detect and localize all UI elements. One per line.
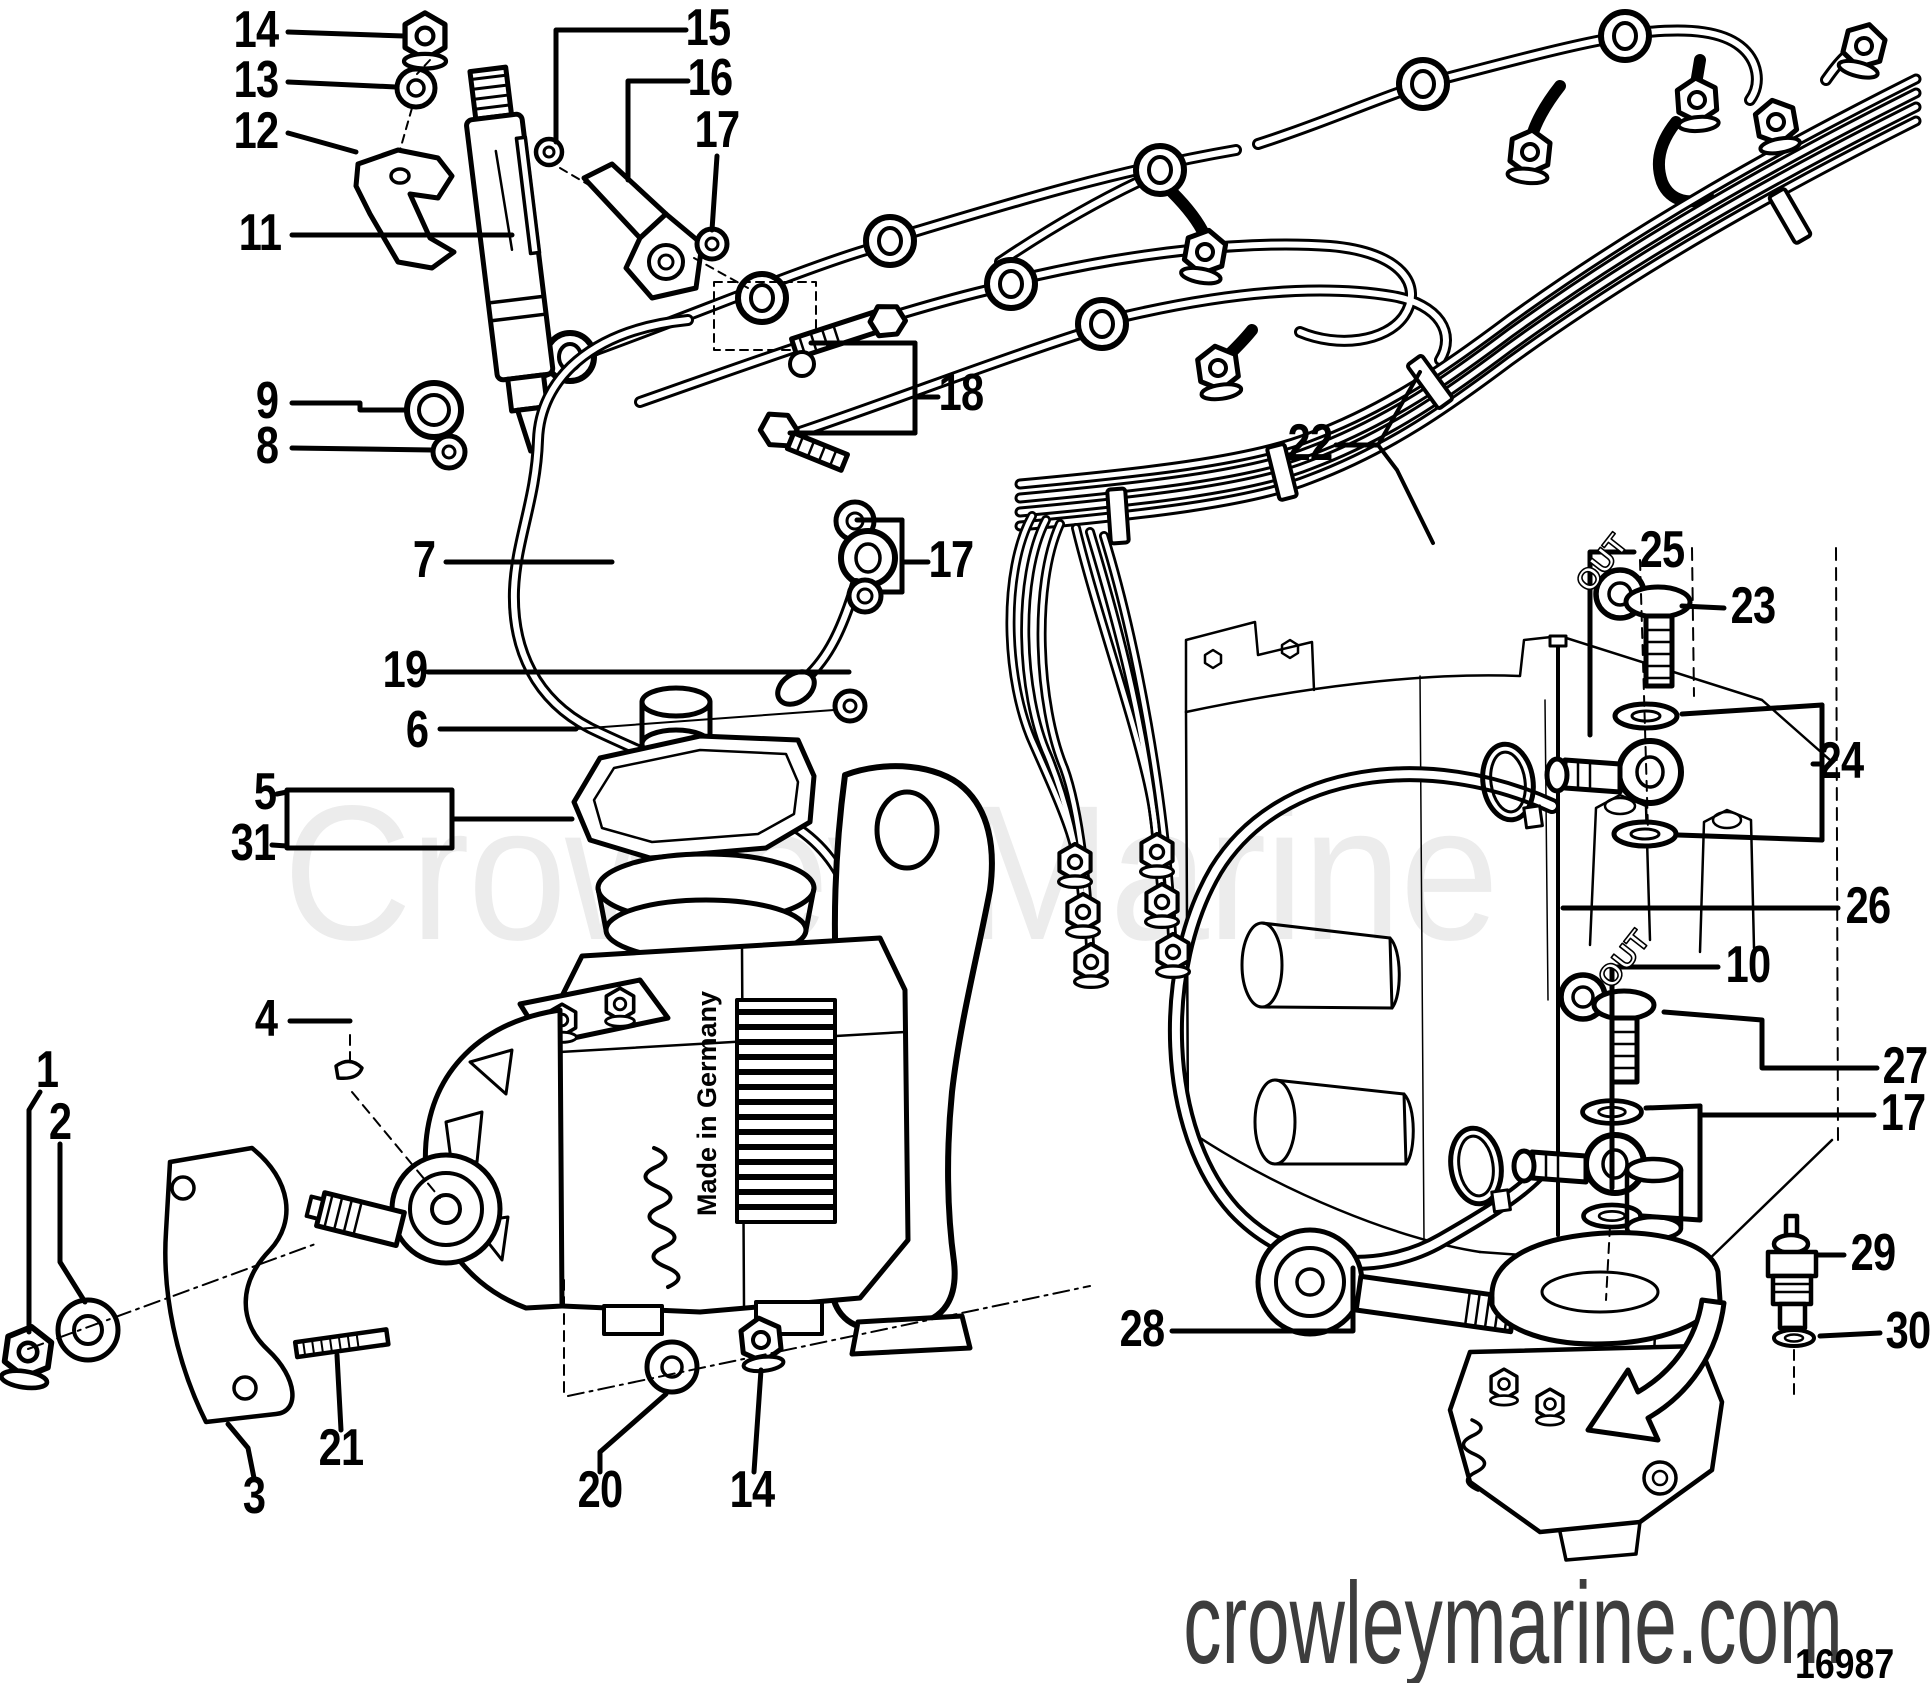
- washer-20: [644, 1339, 700, 1395]
- callout-4: 4: [254, 989, 278, 1048]
- callout-17-banjo: 17: [1880, 1083, 1926, 1142]
- callout-9: 9: [255, 371, 279, 430]
- callout-12: 12: [233, 101, 279, 160]
- callout-1: 1: [35, 1040, 59, 1099]
- seal-17-bottom: [846, 577, 884, 615]
- key-4: [334, 1059, 364, 1081]
- callout-5: 5: [253, 762, 277, 821]
- fitting-stack-b: [1446, 972, 1657, 1227]
- nozzle-16: [581, 161, 705, 301]
- fitting-stack-a: [1478, 567, 1693, 846]
- callout-25: 25: [1639, 520, 1685, 579]
- clamp-12: [353, 147, 457, 271]
- callout-13: 13: [233, 50, 279, 109]
- washer-24-bottom: [1614, 822, 1676, 846]
- callout-24: 24: [1818, 731, 1864, 790]
- callout-28: 28: [1119, 1299, 1165, 1358]
- callout-3: 3: [242, 1466, 266, 1525]
- governor-cover-5: [571, 685, 817, 861]
- callout-30: 30: [1885, 1301, 1931, 1360]
- website-text: crowleymarine.com: [1183, 1558, 1843, 1683]
- pump-shaft: [304, 1190, 407, 1249]
- callout-7: 7: [412, 530, 436, 589]
- injector-group: [353, 13, 556, 471]
- callout-27: 27: [1882, 1036, 1928, 1095]
- washer-24-top: [1615, 704, 1677, 728]
- direction-arrow: [1585, 1297, 1727, 1443]
- callout-19: 19: [382, 640, 428, 699]
- callout-15: 15: [685, 0, 731, 57]
- washer-13: [394, 66, 438, 110]
- callout-17-return: 17: [928, 530, 974, 589]
- callout-8: 8: [255, 416, 279, 475]
- made-in-germany-engraving: Made in Germany: [692, 991, 722, 1216]
- fuel-injection-lines: [534, 12, 1922, 987]
- mounting-hardware: [0, 1059, 784, 1425]
- striped-block: [735, 998, 837, 1224]
- callout-14-lower: 14: [729, 1460, 775, 1519]
- injection-pump: [304, 685, 995, 1357]
- nut-14-lower: [739, 1316, 784, 1373]
- callout-10: 10: [1725, 935, 1771, 994]
- washer-18a: [788, 350, 816, 378]
- nozzle-group: [533, 136, 786, 322]
- banjo-elbow-24: [1544, 738, 1684, 806]
- drawing-number: 16987: [1794, 1640, 1895, 1683]
- callout-23: 23: [1730, 576, 1776, 635]
- callout-29: 29: [1850, 1223, 1896, 1282]
- glow-plug-29: [1765, 1213, 1819, 1348]
- callout-17-nozzle: 17: [694, 100, 740, 159]
- callout-20: 20: [577, 1460, 623, 1519]
- injector-11: [464, 64, 556, 454]
- pump-dome: [1489, 1230, 1723, 1347]
- callout-6: 6: [405, 700, 429, 759]
- elbow-19-group: [775, 499, 898, 724]
- callout-18: 18: [938, 363, 984, 422]
- o-ring-9: [404, 380, 464, 440]
- bypass-hose: [1167, 766, 1560, 1271]
- callout-31: 31: [230, 813, 276, 872]
- washer-2: [55, 1297, 121, 1363]
- seal-17-nozzle: [694, 226, 730, 262]
- callout-22: 22: [1287, 413, 1333, 472]
- banjo-bolt-23: [1593, 567, 1693, 689]
- gasket-plate-3: [163, 1145, 295, 1425]
- line-clamp: [1105, 486, 1131, 546]
- callout-16: 16: [687, 48, 733, 107]
- stud-21: [292, 1327, 391, 1360]
- washer-8: [430, 433, 468, 471]
- callout-14-injector: 14: [233, 0, 279, 59]
- spring: [643, 1146, 681, 1289]
- callout-26: 26: [1845, 876, 1891, 935]
- banjo-bolt-27: [1558, 972, 1657, 1085]
- banjo-elbow-17: [1511, 1132, 1647, 1196]
- seal-6: [832, 688, 868, 724]
- washer-30: [1772, 1328, 1816, 1348]
- banjo-bolt-18b: [757, 411, 851, 473]
- callout-21: 21: [318, 1418, 364, 1477]
- injector-nut-14: [404, 13, 446, 69]
- callout-2: 2: [48, 1092, 72, 1151]
- callout-11: 11: [238, 203, 282, 262]
- callout-leader-lines: [26, 27, 1883, 1481]
- hose-clamp-b: [1446, 1124, 1510, 1217]
- elbow-19: [775, 528, 898, 707]
- seal-15: [533, 136, 565, 168]
